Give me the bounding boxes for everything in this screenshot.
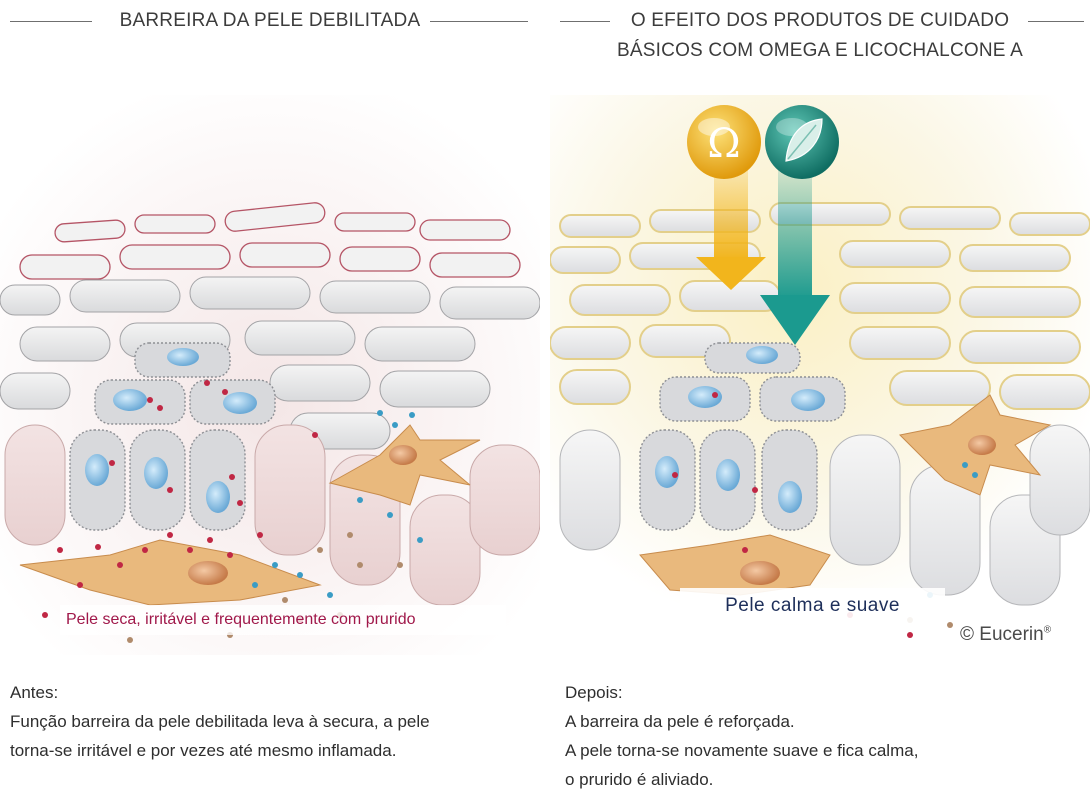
heading-rule-left: [560, 21, 610, 22]
description-after-line-3: o prurido é aliviado.: [565, 770, 714, 789]
basal-cells: [559, 424, 1090, 606]
copyright-eucerin: © Eucerin®: [960, 624, 1051, 646]
description-before: Antes: Função barreira da pele debilitad…: [10, 678, 545, 765]
dendritic-nuclei: [740, 435, 996, 585]
cell-nuclei: [85, 348, 257, 513]
stratum-corneum: [550, 202, 1090, 410]
stratum-corneum: [19, 202, 521, 280]
caption-calm-smooth-skin: Pele calma e suave: [680, 588, 945, 624]
caption-dry-irritable-skin: Pele seca, irritável e frequentemente co…: [60, 605, 506, 635]
description-after-line-1: A barreira da pele é reforçada.: [565, 712, 795, 731]
heading-rule-right: [430, 21, 528, 22]
label-after: Depois:: [565, 683, 623, 702]
illustration-reinforced-skin: Ω: [550, 95, 1090, 655]
heading-text-left: BARREIRA DA PELE DEBILITADA: [119, 10, 421, 31]
description-after: Depois: A barreira da pele é reforçada. …: [565, 678, 1085, 794]
cell-nuclei: [655, 346, 825, 513]
skin-diagram-after: Ω: [550, 95, 1090, 655]
copyright-text: © Eucerin: [960, 624, 1044, 645]
dendritic-cells: [19, 424, 481, 606]
omega-icon: Ω: [687, 105, 761, 179]
label-before: Antes:: [10, 683, 59, 702]
licochalcone-leaf-icon: [765, 105, 839, 179]
heading-rule-left: [10, 21, 92, 22]
dendritic-nuclei: [188, 445, 417, 585]
registered-mark: ®: [1043, 624, 1052, 636]
description-before-line-2: torna-se irritável e por vezes até mesmo…: [10, 741, 397, 760]
illustration-weakened-skin: [0, 95, 540, 655]
heading-rule-right: [1028, 21, 1084, 22]
description-before-line-1: Função barreira da pele debilitada leva …: [10, 712, 430, 731]
heading-line-1: O EFEITO DOS PRODUTOS DE CUIDADO: [630, 10, 1010, 31]
skin-diagram-before: [0, 95, 540, 655]
heading-product-effect: O EFEITO DOS PRODUTOS DE CUIDADO BÁSICOS…: [550, 6, 1090, 66]
heading-line-2: BÁSICOS COM OMEGA E LICOCHALCONE A: [617, 40, 1023, 61]
heading-weakened-barrier: BARREIRA DA PELE DEBILITADA: [0, 6, 540, 36]
omega-symbol: Ω: [707, 121, 740, 167]
stratum-granulosum: [0, 276, 540, 450]
description-after-line-2: A pele torna-se novamente suave e fica c…: [565, 741, 919, 760]
